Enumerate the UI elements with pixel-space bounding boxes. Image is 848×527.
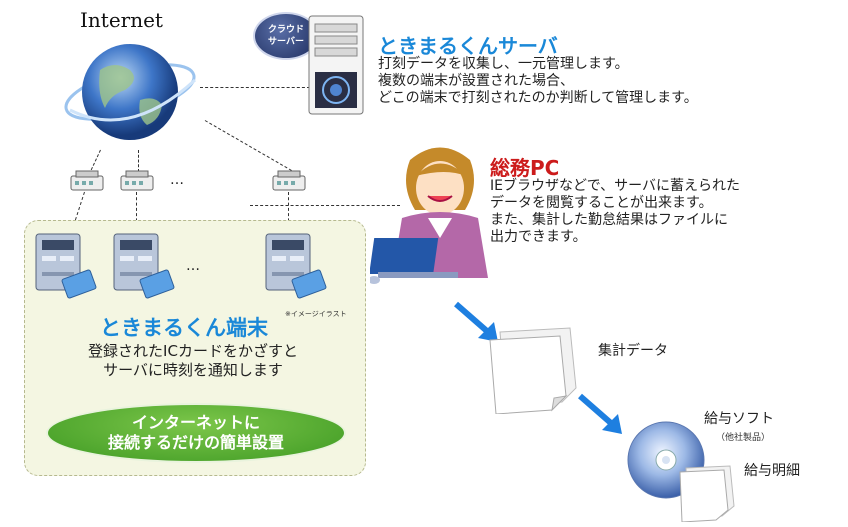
pay-slip-icon [679,465,735,522]
connection-globe-hub2 [138,150,139,172]
pay-slip-label: 給与明細 [744,463,800,479]
connection-hub3-terminal3 [288,192,289,232]
terminal-description: 登録されたICカードをかざすと サーバに時刻を通知します [88,342,298,379]
connection-globe-server [200,87,310,88]
card-reader-icon [113,233,175,299]
image-note: ※イメージイラスト [285,310,347,318]
connection-hub2-terminal2 [136,192,137,232]
document-stack-icon [489,327,577,414]
router-icon [120,170,154,191]
arrow-down-right-icon [578,393,622,434]
server-icon [308,15,364,115]
card-reader-icon [35,233,97,299]
router-icon [272,170,306,191]
terminal-ellipsis: … [186,258,202,274]
payroll-software-label: 給与ソフト [704,411,774,427]
office-worker-icon [370,147,488,284]
hub-ellipsis: … [170,172,186,188]
internet-label: Internet [80,8,163,32]
summary-data-label: 集計データ [598,343,668,359]
globe-icon [64,44,197,140]
connection-globe-hub3 [204,120,292,171]
card-reader-icon [265,233,327,299]
easy-install-badge: インターネットに 接続するだけの簡単設置 [46,403,346,463]
pc-description: IEブラウザなどで、サーバに蓄えられた データを閲覧することが出来ます。 また、… [490,178,740,245]
payroll-software-note: （他社製品） [716,433,771,443]
router-icon [70,170,104,191]
server-description: 打刻データを収集し、一元管理します。 複数の端末が設置された場合、 どこの端末で… [378,56,698,106]
arrow-down-right-icon [454,301,498,342]
terminal-title: ときまるくん端末 [100,316,268,340]
pc-title: 総務PC [490,156,560,180]
connection-hub3-pc [250,205,400,206]
server-title: ときまるくんサーバ [378,34,558,58]
